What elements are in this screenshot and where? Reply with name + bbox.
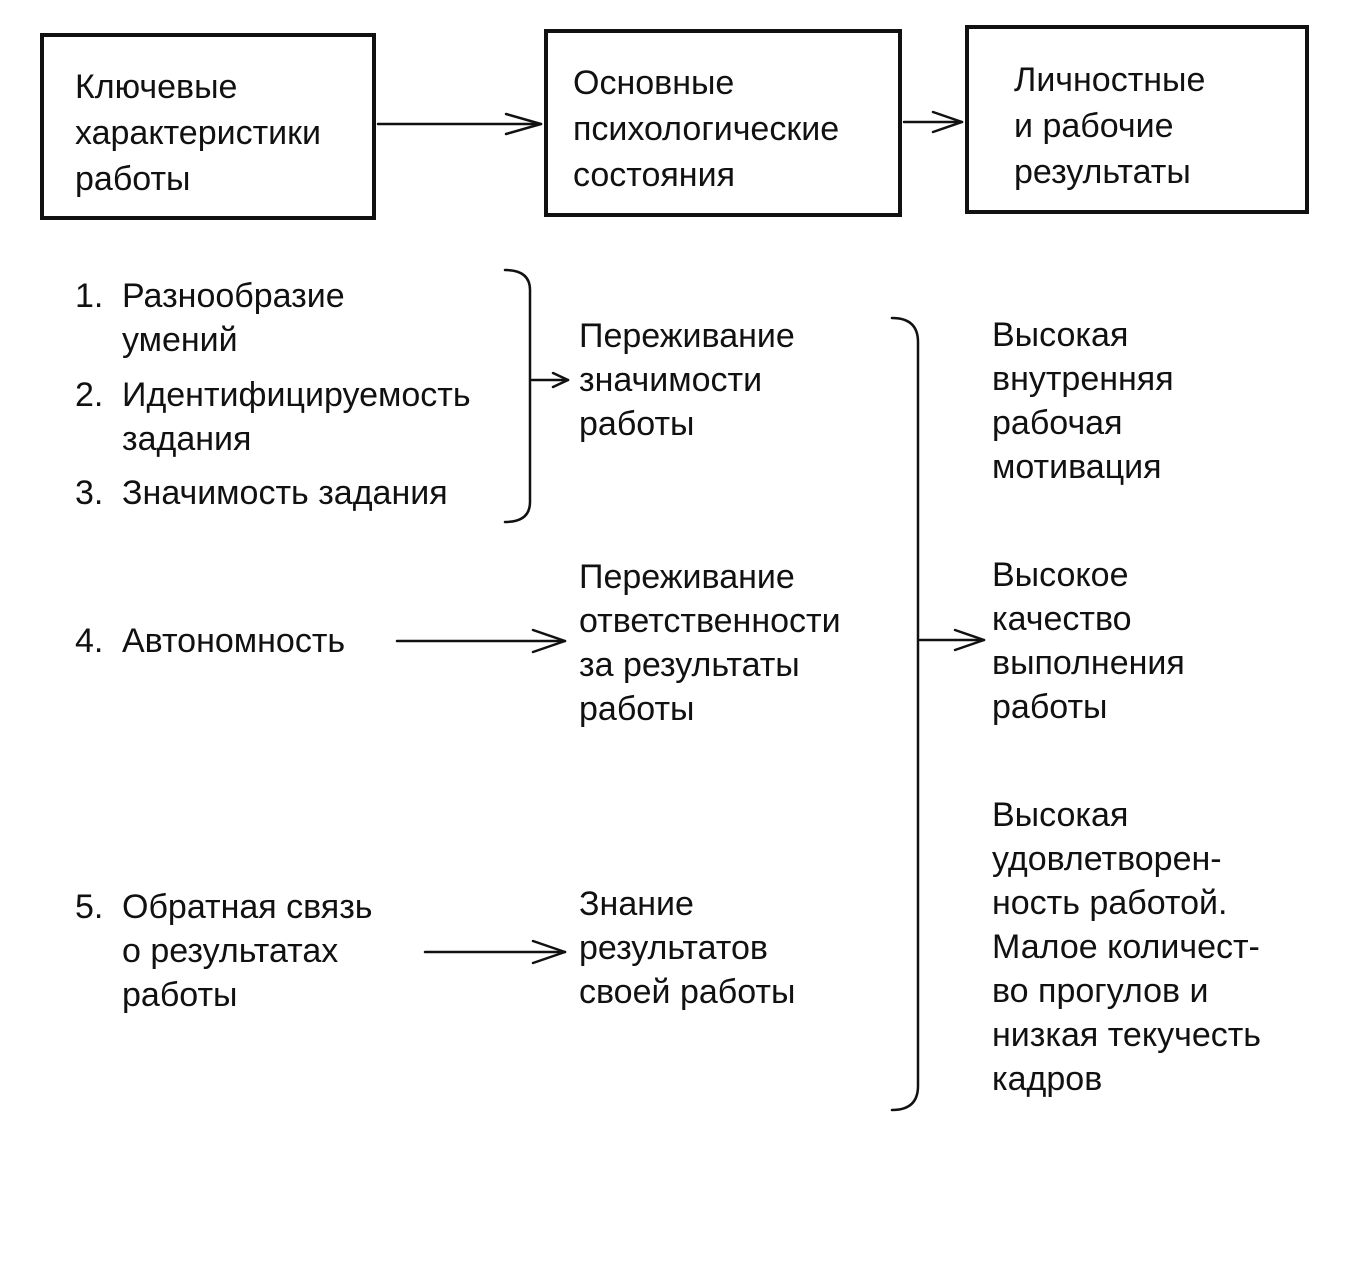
arrow-header-1-to-2 <box>376 112 543 136</box>
characteristic-number-4: 4. <box>75 622 104 660</box>
state-knowledge-of-results: Знание результатов своей работы <box>579 885 796 1011</box>
characteristic-number-5: 5. <box>75 888 104 926</box>
arrow-header-2-to-3 <box>902 110 964 134</box>
characteristic-number-3: 3. <box>75 474 104 512</box>
characteristic-skill-variety: Разнообразие умений <box>122 277 345 359</box>
characteristic-task-significance: Значимость задания <box>122 474 448 512</box>
characteristic-number-2: 2. <box>75 376 104 414</box>
arrow-states-to-outcomes <box>918 628 986 652</box>
state-responsibility: Переживание ответственности за результат… <box>579 558 841 728</box>
outcome-satisfaction: Высокая удовлетворен- ность работой. Мал… <box>992 796 1262 1098</box>
characteristic-task-identity: Идентифицируемость задания <box>122 376 471 458</box>
arrow-feedback-to-knowledge <box>423 939 567 965</box>
header-box-key-characteristics-label: Ключевые характеристики работы <box>75 68 322 198</box>
outcome-motivation: Высокая внутренняя рабочая мотивация <box>992 316 1174 486</box>
header-box-key-characteristics <box>40 33 376 220</box>
arrow-group-to-meaningfulness <box>530 371 570 389</box>
characteristic-number-1: 1. <box>75 277 104 315</box>
header-box-psychological-states-label: Основные психологические состояния <box>573 64 840 194</box>
bracket-items-1-3 <box>503 268 532 524</box>
arrow-autonomy-to-responsibility <box>395 628 567 654</box>
bracket-states <box>890 316 920 1112</box>
outcome-quality: Высокое качество выполнения работы <box>992 556 1185 726</box>
characteristic-autonomy: Автономность <box>122 622 346 660</box>
header-box-outcomes-label: Личностные и рабочие результаты <box>1014 61 1206 191</box>
characteristic-feedback: Обратная связь о результатах работы <box>122 888 373 1014</box>
header-box-outcomes <box>965 25 1309 214</box>
header-box-psychological-states <box>544 29 902 217</box>
state-meaningfulness: Переживание значимости работы <box>579 317 795 443</box>
